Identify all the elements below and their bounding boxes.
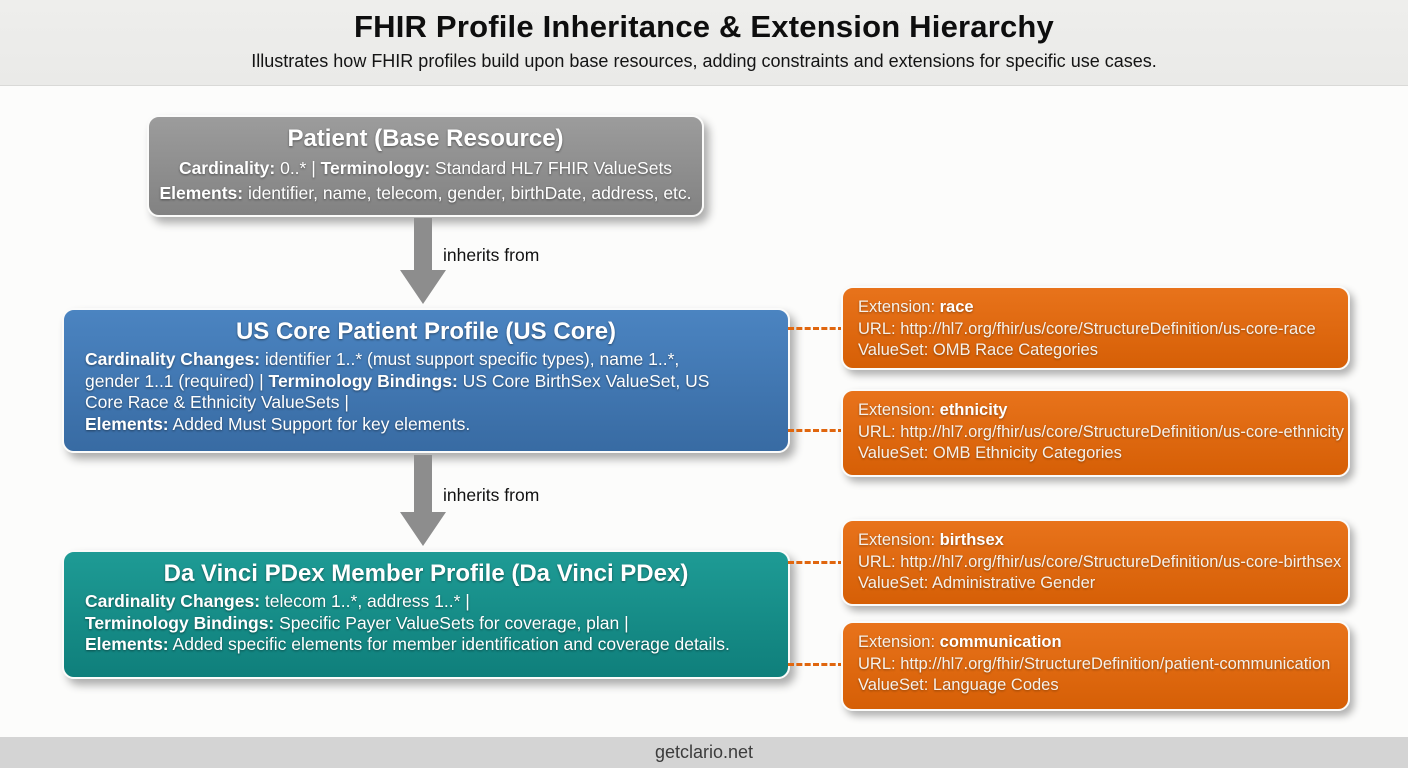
node-patient-base-resource: Patient (Base Resource) Cardinality: 0..… — [147, 115, 704, 217]
node-body-line: Cardinality Changes: telecom 1..*, addre… — [85, 591, 470, 611]
page-title: FHIR Profile Inheritance & Extension Hie… — [354, 9, 1054, 44]
extension-name-line: Extension: race — [858, 298, 974, 316]
extension-name-line: Extension: birthsex — [858, 531, 1004, 549]
extension-name-line: Extension: ethnicity — [858, 401, 1008, 419]
node-body: Cardinality Changes: identifier 1..* (mu… — [64, 346, 788, 435]
connector-pdex-to-birthsex — [788, 561, 844, 564]
extension-url-line: URL: http://hl7.org/fhir/us/core/Structu… — [858, 319, 1316, 338]
footer-bar: getclario.net — [0, 737, 1408, 768]
node-body-line: Cardinality: 0..* | Terminology: Standar… — [178, 158, 673, 178]
extension-url-line: URL: http://hl7.org/fhir/us/core/Structu… — [858, 552, 1342, 571]
extension-url-line: URL: http://hl7.org/fhir/us/core/Structu… — [858, 422, 1345, 441]
node-body-line: Elements: identifier, name, telecom, gen… — [159, 183, 692, 203]
node-body: Cardinality: 0..* | Terminology: Standar… — [149, 153, 702, 206]
page-subtitle: Illustrates how FHIR profiles build upon… — [251, 51, 1157, 71]
node-body-line: Terminology Bindings: Specific Payer Val… — [85, 612, 629, 633]
inheritance-arrow-head — [400, 270, 446, 304]
node-body-line: Elements: Added specific elements for me… — [85, 634, 730, 654]
extension-card-ethnicity: Extension: ethnicity URL: http://hl7.org… — [841, 389, 1350, 477]
node-title: Patient (Base Resource) — [287, 125, 564, 152]
extension-valueset-line: ValueSet: Administrative Gender — [858, 574, 1096, 592]
connector-uscore-to-race — [788, 327, 844, 330]
extension-valueset-line: ValueSet: OMB Race Categories — [858, 341, 1098, 359]
extension-name-line: Extension: communication — [858, 633, 1062, 651]
inherits-from-label: inherits from — [443, 485, 540, 505]
connector-uscore-to-ethnicity — [788, 429, 844, 432]
inheritance-arrow-shaft — [414, 218, 432, 270]
extension-card-birthsex: Extension: birthsex URL: http://hl7.org/… — [841, 519, 1350, 606]
extension-card-communication: Extension: communication URL: http://hl7… — [841, 621, 1350, 711]
extension-valueset-line: ValueSet: Language Codes — [858, 676, 1059, 694]
extension-url-line: URL: http://hl7.org/fhir/StructureDefini… — [858, 654, 1331, 673]
node-title: US Core Patient Profile (US Core) — [235, 318, 617, 345]
node-da-vinci-pdex-member-profile: Da Vinci PDex Member Profile (Da Vinci P… — [62, 550, 790, 679]
node-body-paragraph: Elements: Added Must Support for key ele… — [85, 413, 471, 434]
inheritance-arrow-shaft — [414, 455, 432, 512]
node-body-paragraph: Cardinality Changes: identifier 1..* (mu… — [85, 349, 710, 412]
connector-pdex-to-communication — [788, 663, 844, 666]
extension-card-race: Extension: race URL: http://hl7.org/fhir… — [841, 286, 1350, 370]
inherits-from-label: inherits from — [443, 245, 540, 265]
footer-site-text: getclario.net — [654, 742, 754, 762]
inheritance-arrow-head — [400, 512, 446, 546]
header: FHIR Profile Inheritance & Extension Hie… — [0, 0, 1408, 86]
node-body: Cardinality Changes: telecom 1..*, addre… — [64, 588, 788, 656]
node-title: Da Vinci PDex Member Profile (Da Vinci P… — [163, 560, 689, 587]
node-us-core-patient-profile: US Core Patient Profile (US Core) Cardin… — [62, 308, 790, 453]
extension-valueset-line: ValueSet: OMB Ethnicity Categories — [858, 444, 1122, 462]
